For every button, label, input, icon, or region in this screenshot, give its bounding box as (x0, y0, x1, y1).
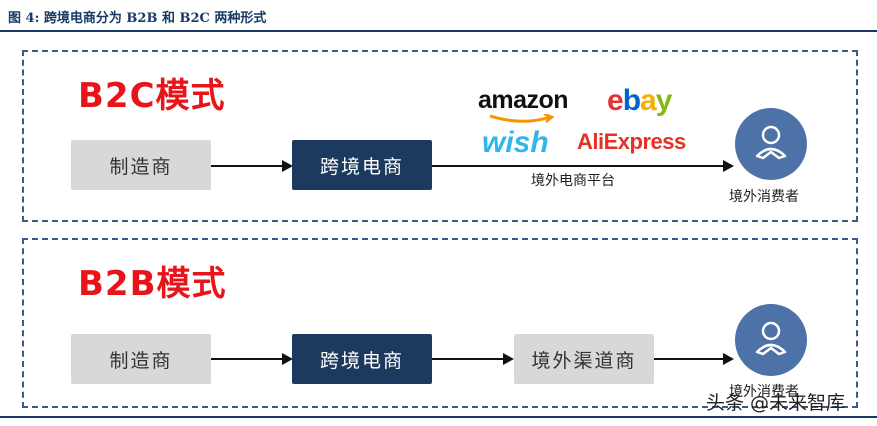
b2b-mode-label: B2B模式 (78, 264, 227, 304)
b2c-cross-border-box: 跨境电商 (292, 140, 432, 190)
b2c-platform-label: 境外电商平台 (531, 173, 615, 189)
ebay-letter-a: a (640, 84, 657, 117)
b2c-panel (22, 50, 858, 222)
b2c-arrow-2 (432, 160, 734, 172)
watermark: 头条 @未来智库 (706, 392, 846, 414)
b2c-consumer-label: 境外消费者 (729, 189, 799, 205)
bottom-rule (0, 416, 877, 418)
b2b-cross-border-box: 跨境电商 (292, 334, 432, 384)
amazon-logo-text: amazon (478, 86, 569, 114)
b2b-panel (22, 238, 858, 408)
ebay-letter-y: y (655, 84, 673, 117)
amazon-logo: amazon (478, 86, 569, 123)
ebay-letter-b: b (622, 84, 641, 117)
b2b-channel-box: 境外渠道商 (514, 334, 654, 384)
b2b-arrow-1 (211, 353, 293, 365)
b2c-mode-label: B2C模式 (78, 76, 226, 116)
b2b-consumer-label: 境外消费者 (729, 384, 799, 400)
b2b-consumer-icon (735, 304, 807, 376)
b2c-arrow-1 (211, 160, 293, 172)
amazon-smile-icon (489, 114, 555, 123)
title-rule (0, 30, 877, 32)
person-icon (755, 321, 787, 356)
ebay-logo: ebay (607, 84, 673, 118)
b2c-consumer-icon (735, 108, 807, 180)
aliexpress-logo: AliExpress (577, 129, 686, 154)
b2b-arrow-2 (432, 353, 514, 365)
figure-title: 图 4: 跨境电商分为 B2B 和 B2C 两种形式 (8, 11, 267, 26)
ebay-letter-e: e (607, 84, 624, 117)
b2c-manufacturer-box: 制造商 (71, 140, 211, 190)
person-icon (755, 125, 787, 160)
b2b-arrow-3 (654, 353, 734, 365)
b2b-manufacturer-box: 制造商 (71, 334, 211, 384)
wish-logo: wish (482, 126, 549, 159)
